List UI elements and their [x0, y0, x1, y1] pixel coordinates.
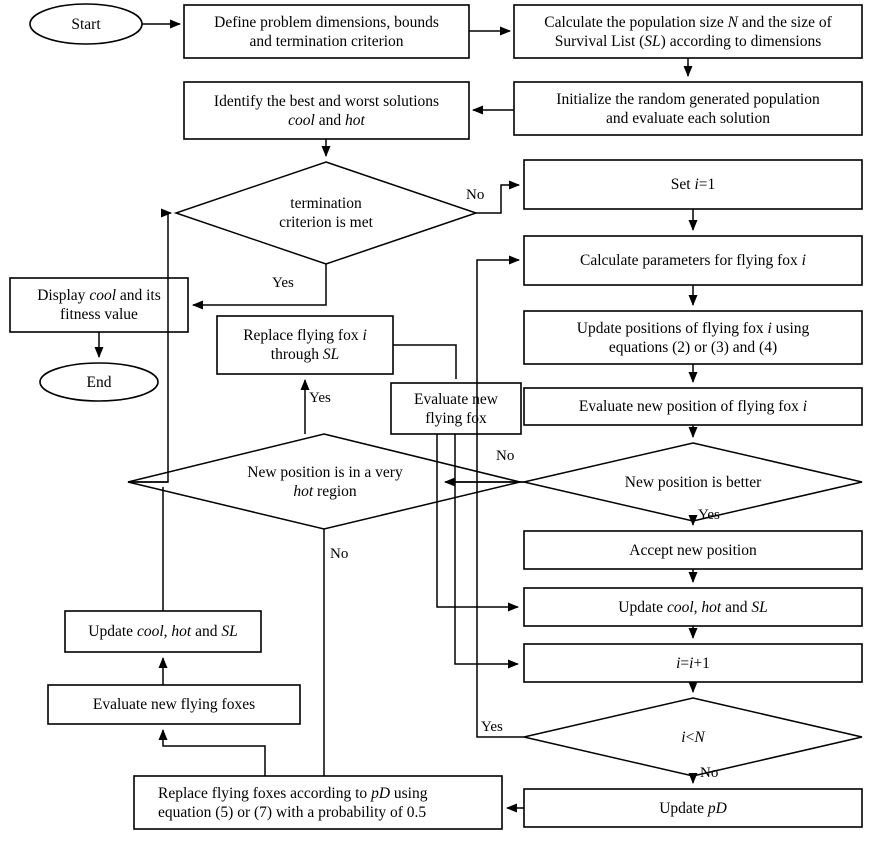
edge-termination-no-to-set-i: [476, 180, 520, 214]
edge-evaluate-fox-rail-right: [454, 434, 519, 669]
node-evaluate-new-position[interactable]: [523, 387, 863, 426]
node-evaluate-new-flying-fox[interactable]: [390, 382, 522, 435]
node-set-i[interactable]: [523, 159, 863, 210]
node-update-positions[interactable]: [523, 310, 863, 365]
node-accept-new-position[interactable]: [523, 530, 863, 570]
node-calculate-population[interactable]: [513, 4, 863, 59]
node-replace-flying-fox[interactable]: [216, 315, 394, 375]
node-identify-best-worst[interactable]: [183, 81, 470, 140]
node-replace-flying-foxes-pd[interactable]: [133, 775, 503, 830]
node-calculate-params[interactable]: [523, 235, 863, 286]
node-increment-i[interactable]: [523, 643, 863, 683]
edge-evaluate-fox-rail-left: [436, 434, 519, 612]
edge-label-termination-no: No: [466, 187, 485, 203]
edge-replace-fox-to-evaluate-fox: [393, 344, 457, 379]
edge-replace-foxes-to-evaluate-foxes: [158, 729, 266, 776]
edge-label-i-less-n-yes: Yes: [481, 719, 503, 735]
node-end[interactable]: [39, 362, 159, 402]
edge-hot-region-left-to-termination: [128, 208, 172, 483]
edge-label-hot-region-yes: Yes: [309, 390, 331, 406]
node-display-cool[interactable]: [9, 277, 189, 333]
edge-label-hot-region-no: No: [330, 546, 349, 562]
edge-termination-yes-to-display: [192, 264, 327, 310]
node-new-position-better[interactable]: [523, 442, 863, 522]
node-initialize-population[interactable]: [513, 81, 863, 136]
edge-label-better-no: No: [496, 448, 515, 464]
node-update-pd[interactable]: [523, 788, 863, 828]
node-define-problem[interactable]: [183, 4, 470, 59]
node-termination-check[interactable]: [173, 161, 479, 265]
edge-label-better-yes: Yes: [698, 507, 720, 523]
edge-label-i-less-n-no: No: [700, 765, 719, 781]
node-evaluate-new-flying-foxes[interactable]: [47, 684, 301, 725]
node-i-less-n[interactable]: [523, 697, 863, 777]
edge-i-less-n-yes-to-calculate-params: [476, 255, 524, 738]
edge-label-termination-yes: Yes: [272, 275, 294, 291]
node-update-cool-hot-sl-left[interactable]: [64, 610, 262, 653]
node-start[interactable]: [29, 3, 143, 45]
node-update-cool-hot-sl-right[interactable]: [523, 587, 863, 627]
